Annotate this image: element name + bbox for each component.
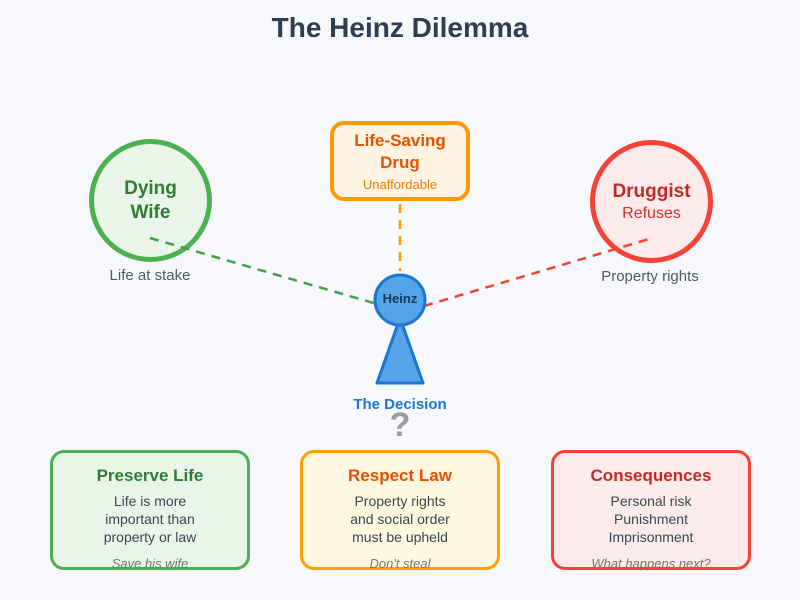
option-consequences-body: Personal risk Punishment Imprisonment <box>608 493 694 545</box>
node-drug: Life-Saving Drug Unaffordable <box>330 121 470 201</box>
node-druggist-subtitle: Refuses <box>622 205 681 223</box>
option-respect-law-body: Property rights and social order must be… <box>350 493 450 545</box>
option-respect-law-title: Respect Law <box>348 466 452 485</box>
option-preserve-life-note: Save his wife <box>111 555 189 571</box>
option-consequences-note: What happens next? <box>591 555 711 571</box>
page-title: The Heinz Dilemma <box>271 12 529 43</box>
option-respect-law-note: Don't steal <box>369 555 431 571</box>
decision-question-mark: ? <box>389 406 411 444</box>
node-drug-title: Life-Saving Drug <box>354 130 446 172</box>
option-respect-law: Respect Law Property rights and social o… <box>300 450 500 571</box>
node-druggist: Druggist Refuses <box>590 140 713 263</box>
option-consequences: Consequences Personal risk Punishment Im… <box>551 450 751 571</box>
decision-label: The Decision <box>353 396 447 413</box>
heinz-figure-body <box>375 316 425 385</box>
heinz-figure-label: Heinz <box>382 291 418 306</box>
option-preserve-life: Preserve Life Life is more important tha… <box>50 450 250 571</box>
node-druggist-caption: Property rights <box>601 268 699 285</box>
option-consequences-title: Consequences <box>590 466 712 485</box>
node-dying-wife: Dying Wife <box>89 139 212 262</box>
node-drug-subtitle: Unaffordable <box>362 177 438 193</box>
node-druggist-title: Druggist <box>612 180 691 202</box>
option-preserve-life-title: Preserve Life <box>96 466 204 485</box>
node-dying-wife-title: Dying Wife <box>124 177 177 223</box>
option-preserve-life-body: Life is more important than property or … <box>103 493 197 545</box>
node-dying-wife-caption: Life at stake <box>109 267 191 284</box>
